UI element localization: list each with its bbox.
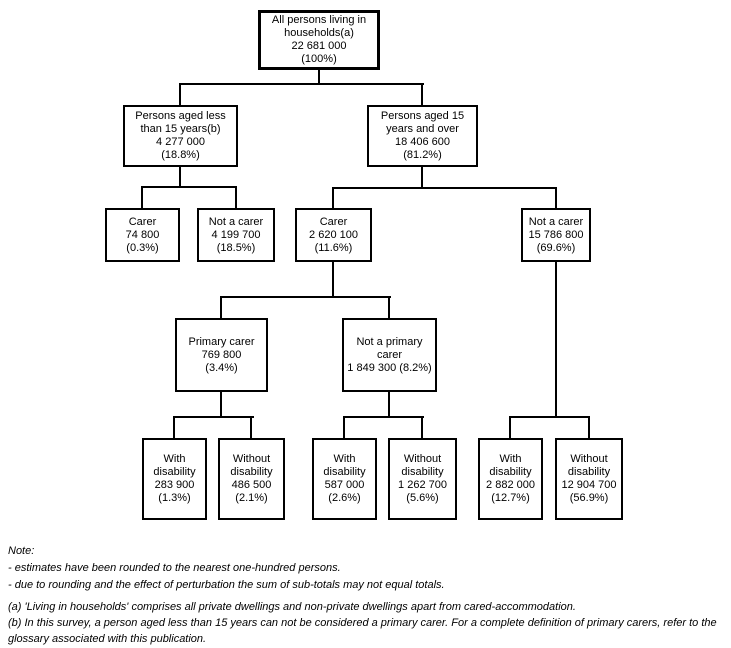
node-label: With disability [489, 453, 532, 478]
node-not-primary-carer: Not a primary carer 1 849 300 (8.2%) [342, 318, 437, 392]
connector-line [179, 83, 181, 107]
node-value: 1 262 700 [398, 479, 447, 491]
connector-line [332, 262, 334, 298]
node-under15-not-carer: Not a carer 4 199 700 (18.5%) [197, 208, 275, 262]
node-value: 15 786 800 [528, 228, 584, 241]
connector-line [332, 187, 334, 210]
node-value: 587 000 [324, 479, 365, 491]
node-label: With disability [153, 453, 196, 478]
connector-line [173, 416, 254, 418]
node-value: 283 900 [154, 479, 195, 491]
node-label: Persons aged less than 15 years(b) [135, 110, 226, 135]
node-pct: (5.6%) [406, 492, 439, 504]
connector-line [141, 186, 237, 188]
node-pct: (12.7%) [491, 492, 530, 504]
connector-line [220, 296, 222, 320]
node-label: Without disability [567, 453, 611, 478]
node-label: With disability [323, 453, 366, 478]
connector-line [421, 167, 423, 189]
connector-line [318, 70, 320, 85]
note-item: - due to rounding and the effect of pert… [8, 579, 445, 591]
node-label: Not a carer [208, 215, 264, 228]
connector-line [179, 83, 424, 85]
connector-line [421, 83, 423, 107]
connector-line [332, 187, 557, 189]
node-under15-carer: Carer 74 800 (0.3%) [105, 208, 180, 262]
node-value: 12 904 700 [561, 479, 617, 491]
node-label: Without disability [230, 453, 273, 478]
node-value: 2 882 000 [486, 479, 535, 491]
connector-line [220, 296, 391, 298]
node-over15-not-carer: Not a carer 15 786 800 (69.6%) [521, 208, 591, 262]
node-primary-with-disability: With disability 283 900 (1.3%) [142, 438, 207, 520]
note-item: - estimates have been rounded to the nea… [8, 562, 341, 574]
node-pct: (0.3%) [126, 241, 159, 254]
notes-block: Note: - estimates have been rounded to t… [8, 543, 724, 594]
connector-line [235, 186, 237, 210]
node-pct: (69.6%) [536, 241, 576, 254]
node-aged-15-and-over: Persons aged 15 years and over 18 406 60… [367, 105, 478, 167]
node-pct: (100%) [301, 53, 337, 65]
connector-line [220, 392, 222, 418]
node-value: 2 620 100 [309, 228, 358, 241]
node-notprimary-with-disability: With disability 587 000 (2.6%) [312, 438, 377, 520]
node-value: 74 800 [125, 228, 160, 241]
connector-line [555, 262, 557, 418]
node-label: Primary carer [188, 335, 255, 348]
footnote-b: (b) In this survey, a person aged less t… [8, 617, 717, 645]
node-label: Without disability [401, 453, 444, 478]
connector-line [250, 416, 252, 440]
node-value: 18 406 600 [394, 136, 451, 148]
node-value: 486 500 [231, 479, 272, 491]
connector-line [588, 416, 590, 440]
node-label: All persons living in households(a) [271, 14, 367, 39]
node-value: 22 681 000 [291, 40, 347, 52]
node-pct: (18.8%) [161, 149, 200, 161]
node-notcarer-with-disability: With disability 2 882 000 (12.7%) [478, 438, 543, 520]
node-label: Not a primary carer [356, 335, 423, 361]
node-pct: (2.6%) [328, 492, 361, 504]
node-primary-without-disability: Without disability 486 500 (2.1%) [218, 438, 285, 520]
node-label: Not a carer [528, 215, 584, 228]
connector-line [388, 296, 390, 320]
node-pct: (2.1%) [235, 492, 268, 504]
node-pct: (11.6%) [314, 241, 353, 254]
node-pct: (18.5%) [216, 241, 256, 254]
node-pct: (1.3%) [158, 492, 191, 504]
connector-line [173, 416, 175, 440]
node-pct: (3.4%) [205, 361, 238, 374]
connector-line [388, 392, 390, 418]
node-value: 1 849 300 (8.2%) [347, 361, 432, 374]
notes-title: Note: [8, 545, 35, 557]
node-pct: (81.2%) [403, 149, 442, 161]
node-over15-carer: Carer 2 620 100 (11.6%) [295, 208, 372, 262]
node-label: Persons aged 15 years and over [380, 110, 465, 135]
connector-line [141, 186, 143, 210]
connector-line [343, 416, 345, 440]
connector-line [509, 416, 511, 440]
connector-line [421, 416, 423, 440]
node-all-persons: All persons living in households(a) 22 6… [258, 10, 380, 70]
node-pct: (56.9%) [569, 492, 609, 504]
node-value: 4 277 000 [156, 136, 205, 148]
node-label: Carer [128, 215, 157, 228]
connector-line [555, 187, 557, 210]
node-value: 769 800 [201, 348, 242, 361]
node-notcarer-without-disability: Without disability 12 904 700 (56.9%) [555, 438, 623, 520]
node-value: 4 199 700 [211, 228, 261, 241]
node-label: Carer [319, 215, 348, 228]
node-primary-carer: Primary carer 769 800 (3.4%) [175, 318, 268, 392]
footnote-a: (a) 'Living in households' comprises all… [8, 601, 576, 613]
node-notprimary-without-disability: Without disability 1 262 700 (5.6%) [388, 438, 457, 520]
node-aged-under-15: Persons aged less than 15 years(b) 4 277… [123, 105, 238, 167]
connector-line [179, 167, 181, 188]
connector-line [509, 416, 590, 418]
footnotes-block: (a) 'Living in households' comprises all… [8, 599, 724, 647]
connector-line [343, 416, 424, 418]
